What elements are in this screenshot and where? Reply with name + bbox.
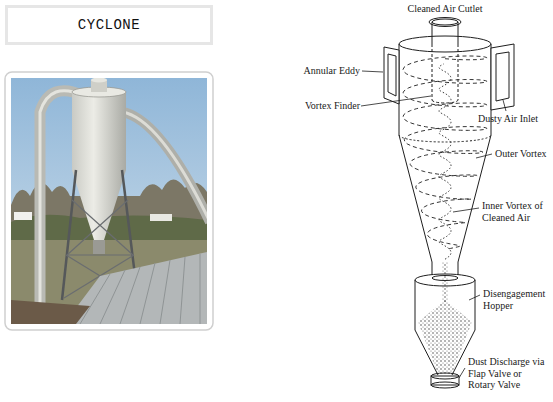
part-label: Annular Eddy (296, 65, 360, 77)
part-label: Dusty Air Inlet (478, 113, 551, 125)
title-box: CYCLONE (5, 5, 213, 45)
cyclone-drawing (399, 135, 491, 142)
cyclone-drawing (496, 52, 509, 101)
cyclone-photo (80, 274, 110, 324)
part-label: Dust Discharge via Flap Valve or Rotary … (468, 356, 550, 391)
part-label: Inner Vortex of Cleaned Air (482, 200, 550, 223)
cyclone-drawing (491, 44, 514, 110)
leader-line (476, 154, 492, 158)
cyclone-drawing (475, 280, 476, 330)
cyclone-photo (72, 92, 126, 170)
title: CYCLONE (78, 17, 140, 33)
cyclone-photo (140, 263, 155, 324)
leader-line (503, 100, 506, 111)
cyclone-drawing (432, 100, 458, 103)
cyclone-photo (64, 252, 207, 324)
cyclone-photo (150, 214, 172, 221)
cyclone-drawing (432, 19, 458, 25)
dust-pile (418, 300, 472, 374)
leader-line (453, 208, 479, 212)
photo-frame (5, 72, 213, 330)
cyclone-photo (62, 170, 76, 300)
cyclone-photo (67, 200, 128, 255)
cyclone-drawing (431, 382, 459, 388)
cyclone-drawing (388, 54, 396, 96)
part-label: Outer Vortex (495, 148, 551, 160)
leader-line (469, 295, 480, 300)
vortex-paths (439, 64, 451, 259)
dust-pile (442, 262, 448, 302)
cyclone-photo (180, 257, 185, 324)
cyclone-photo (80, 254, 200, 324)
vortex-paths (403, 56, 487, 259)
part-label: Vortex Finder (294, 100, 360, 112)
cyclone-photo (100, 270, 125, 324)
cyclone-drawing (429, 18, 461, 27)
part-label: Disengagement Hopper (483, 288, 551, 311)
cyclone-photo (67, 254, 133, 255)
cyclone-photo (14, 212, 32, 220)
cyclone-drawing (384, 47, 399, 104)
leader-line (362, 71, 383, 72)
cyclone-photo (122, 112, 207, 222)
cyclone-photo (120, 267, 140, 324)
cyclone-drawing (432, 262, 433, 276)
cyclone-photo (11, 78, 207, 324)
cyclone-photo (11, 300, 90, 324)
leader-line (459, 368, 465, 378)
cyclone-photo (160, 260, 170, 324)
cyclone-photo (93, 240, 105, 254)
cyclone-photo (72, 170, 126, 240)
cyclone-photo (91, 78, 107, 83)
leader-line (361, 96, 431, 106)
cyclone-drawing (399, 135, 432, 262)
cyclone-photo (11, 78, 207, 324)
photo-frame (5, 72, 213, 330)
cyclone-drawing (399, 36, 491, 44)
cyclone-photo (200, 254, 201, 324)
cyclone-drawing (399, 44, 491, 52)
cyclone-drawing (415, 280, 416, 330)
cyclone-drawing (458, 262, 459, 276)
part-label: Cleaned Air Cutlet (390, 3, 500, 15)
vortex-paths (403, 56, 487, 249)
cyclone-drawing (458, 135, 491, 262)
cyclone-drawing (431, 376, 459, 385)
cyclone-photo (122, 112, 207, 222)
dust-pile (418, 262, 472, 374)
cyclone-photo (72, 200, 133, 255)
